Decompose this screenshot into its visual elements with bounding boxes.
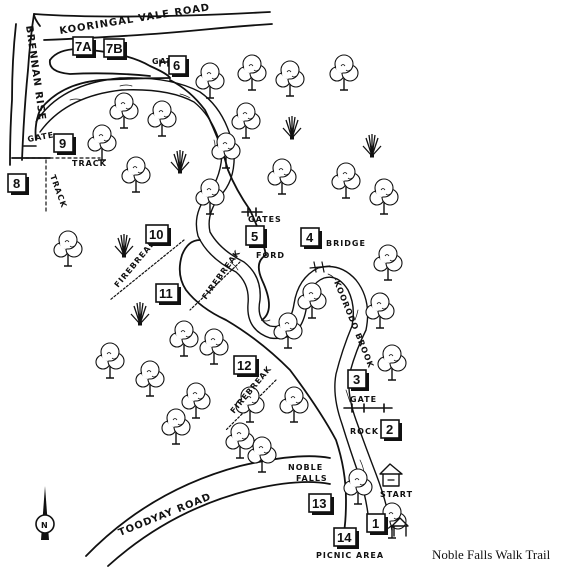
track-label-top: TRACK — [72, 159, 107, 168]
marker-5: 5 — [245, 225, 267, 248]
svg-text:7A: 7A — [75, 39, 92, 54]
bridge-label: BRIDGE — [326, 239, 366, 248]
firebreaks — [109, 239, 277, 431]
ford-label: FORD — [256, 251, 285, 260]
svg-text:2: 2 — [386, 422, 393, 437]
marker-8: 8 — [7, 173, 29, 195]
north-label: N — [41, 521, 49, 530]
svg-text:13: 13 — [312, 496, 326, 511]
svg-text:7B: 7B — [106, 41, 123, 56]
marker-13: 13 — [308, 493, 334, 515]
marker-7b: 7B — [103, 38, 127, 60]
marker-3: 3 — [347, 369, 369, 391]
firebreak-label-2: FIREBREAK — [200, 248, 242, 301]
svg-text:11: 11 — [159, 286, 173, 301]
north-arrow: N — [35, 486, 55, 540]
svg-text:3: 3 — [353, 372, 360, 387]
gate-label-right: GATE — [350, 395, 377, 404]
gate-label-top: GATE — [152, 57, 179, 66]
rock-label: ROCK — [350, 427, 379, 436]
toodyay-road-label: TOODYAY ROAD — [117, 491, 213, 538]
picnic-area-label: PICNIC AREA — [316, 551, 384, 560]
marker-12: 12 — [233, 355, 259, 377]
map-caption: Noble Falls Walk Trail — [432, 547, 551, 562]
start-label: START — [380, 490, 413, 499]
track-label-left: TRACK — [48, 174, 68, 210]
svg-text:4: 4 — [306, 230, 314, 245]
marker-2: 2 — [380, 419, 402, 441]
gate-label-left: GATE — [27, 130, 55, 144]
falls-label: FALLS — [296, 474, 328, 483]
marker-7a: 7A — [72, 36, 96, 58]
svg-text:6: 6 — [173, 58, 180, 73]
svg-text:14: 14 — [337, 530, 352, 545]
kooroodo-brook-label: KOORODO BROOK — [332, 279, 375, 369]
marker-6: 6 — [168, 55, 189, 77]
svg-text:10: 10 — [149, 227, 163, 242]
svg-text:12: 12 — [237, 358, 251, 373]
svg-text:1: 1 — [372, 516, 379, 531]
marker-14: 14 — [333, 527, 359, 549]
marker-1: 1 — [366, 513, 388, 535]
gates-label: GATES — [248, 215, 282, 224]
marker-10: 10 — [145, 224, 171, 246]
svg-text:9: 9 — [59, 136, 66, 151]
noble-label: NOBLE — [288, 463, 323, 472]
trees — [53, 54, 407, 539]
svg-text:8: 8 — [13, 176, 20, 191]
marker-11: 11 — [155, 283, 181, 305]
marker-4: 4 — [300, 227, 322, 249]
svg-text:5: 5 — [251, 229, 258, 244]
marker-9: 9 — [53, 133, 76, 155]
picnic-shelter — [379, 463, 409, 537]
gates — [23, 59, 393, 413]
